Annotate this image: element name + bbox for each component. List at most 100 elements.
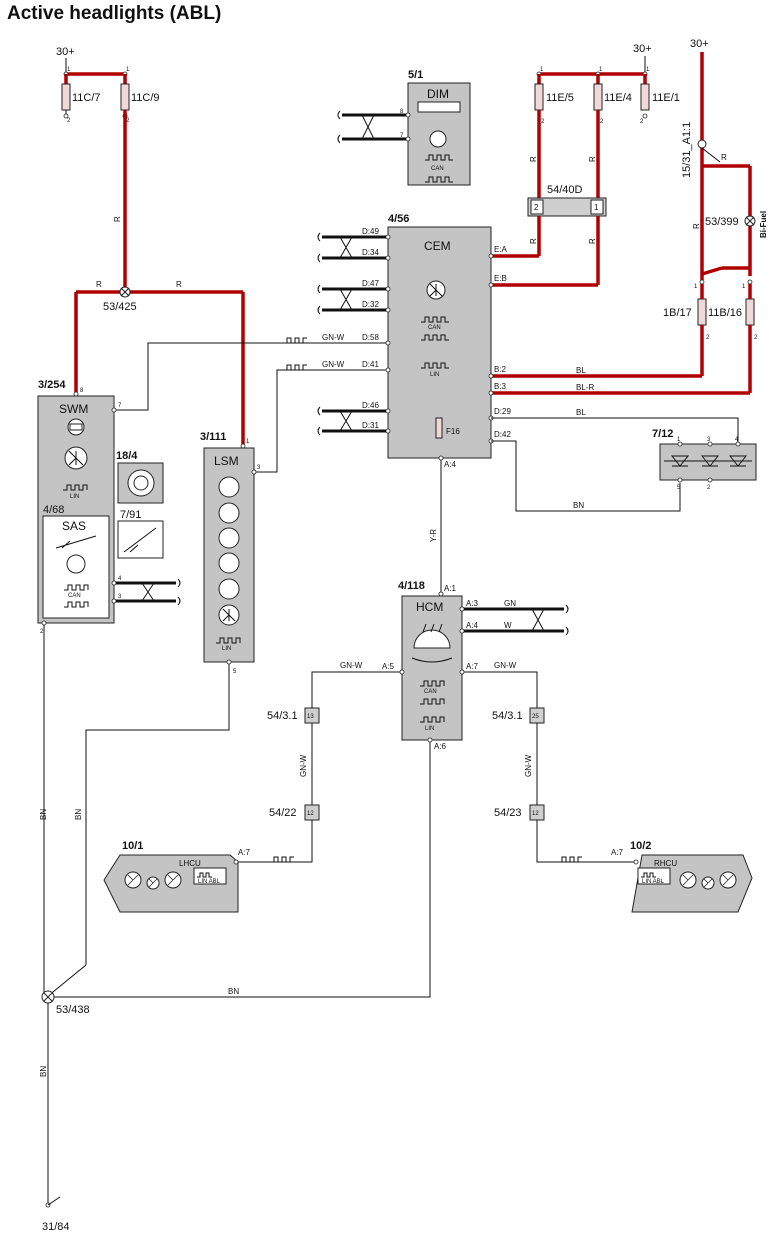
svg-text:A:7: A:7 [466, 662, 479, 671]
sas-name: SAS [62, 519, 86, 533]
svg-text:R: R [529, 238, 538, 244]
fuse-11e4-label: 11E/4 [604, 92, 632, 104]
supply-30-right: 30+ [690, 38, 709, 50]
svg-text:1: 1 [646, 67, 650, 73]
svg-text:E:A: E:A [494, 245, 508, 254]
connector-54-40d-label: 54/40D [547, 184, 583, 196]
light-switch-icon [218, 476, 240, 498]
svg-text:2: 2 [754, 335, 758, 341]
svg-text:D:31: D:31 [362, 421, 379, 430]
swm-name: SWM [59, 402, 88, 416]
svg-text:D:32: D:32 [362, 300, 379, 309]
diagram-title: Active headlights (ABL) [7, 3, 221, 24]
display-icon [417, 101, 461, 113]
svg-text:1: 1 [694, 284, 698, 290]
fuse-11c7 [61, 83, 71, 111]
component-7-91-id: 7/91 [120, 509, 141, 521]
steering-icon [67, 418, 85, 436]
svg-text:A:7: A:7 [238, 848, 251, 857]
svg-text:R: R [529, 156, 538, 162]
svg-text:BN: BN [39, 809, 48, 820]
svg-text:A:4: A:4 [466, 621, 479, 630]
dim-name: DIM [427, 87, 449, 101]
svg-text:R: R [96, 280, 102, 289]
connector-a1-1 [697, 139, 707, 149]
svg-text:25: 25 [532, 714, 539, 720]
svg-text:A:4: A:4 [444, 460, 457, 469]
led-panel-id: 7/12 [652, 428, 673, 440]
fuse-11c9 [120, 83, 130, 111]
svg-text:R: R [588, 156, 597, 162]
connector-54-3-1-right-label: 54/3.1 [492, 710, 523, 722]
fuse-1b17 [697, 298, 707, 326]
svg-text:5: 5 [233, 669, 237, 675]
fuse-11b16 [745, 298, 755, 326]
svg-text:A:7: A:7 [611, 848, 624, 857]
can-signal-icon [420, 680, 445, 687]
lsm-id: 3/111 [200, 431, 226, 443]
svg-text:2: 2 [67, 118, 71, 124]
connector-54-23-label: 54/23 [494, 807, 522, 819]
svg-text:1: 1 [594, 203, 599, 212]
lin-signal-icon [216, 637, 241, 644]
svg-text:LIN: LIN [70, 494, 79, 500]
can-signal-icon [64, 584, 89, 591]
svg-text:D:34: D:34 [362, 248, 379, 257]
svg-text:3: 3 [118, 594, 122, 600]
position-light-icon [218, 502, 240, 524]
fuse-1b17-label: 1B/17 [663, 307, 692, 319]
fuse-11e5-label: 11E/5 [546, 92, 574, 104]
svg-text:GN-W: GN-W [494, 661, 517, 670]
cem-right-pins: E:A E:B B:2 B:3 D:29 D:42 [488, 245, 511, 444]
ground-31-84-label: 31/84 [42, 1221, 70, 1233]
svg-text:2: 2 [640, 119, 644, 125]
cem-id: 4/56 [388, 213, 409, 225]
fog-light-icon [218, 552, 240, 574]
lin-signal-icon [421, 362, 449, 369]
cem-name: CEM [424, 239, 451, 253]
connector-54-3-1-left-label: 54/3.1 [267, 710, 298, 722]
svg-text:Y-R: Y-R [429, 529, 438, 542]
svg-text:CAN: CAN [68, 593, 81, 599]
svg-text:R: R [588, 238, 597, 244]
svg-text:GN-W: GN-W [299, 754, 308, 777]
lin-signal-icon [63, 484, 88, 491]
svg-text:A:6: A:6 [434, 742, 447, 751]
svg-text:BL-R: BL-R [576, 383, 594, 392]
svg-text:2: 2 [600, 119, 604, 125]
headlight-beam-icon [413, 629, 451, 649]
bi-fuel-label: Bi-Fuel [759, 211, 768, 238]
fuse-11e5 [534, 83, 544, 111]
svg-text:2: 2 [534, 203, 539, 212]
svg-text:7: 7 [400, 133, 404, 139]
splice-53-399-label: 53/399 [705, 216, 739, 228]
svg-text:R: R [721, 153, 727, 162]
connector-54-40d [527, 197, 607, 217]
supply-30-mid: 30+ [633, 43, 652, 55]
svg-text:7: 7 [118, 403, 122, 409]
fuse-11c9-label: 11C/9 [131, 92, 160, 104]
svg-text:LIN: LIN [425, 726, 434, 732]
swm-id: 3/254 [38, 379, 66, 391]
svg-text:A:1: A:1 [444, 584, 457, 593]
transistor-icon [429, 130, 447, 148]
svg-text:E:B: E:B [494, 274, 507, 283]
svg-text:D:49: D:49 [362, 227, 379, 236]
svg-text:15/31_A1:1: 15/31_A1:1 [681, 122, 693, 178]
transistor-icon [66, 554, 86, 574]
fuse-f16 [435, 417, 443, 439]
svg-text:BL: BL [576, 408, 586, 417]
svg-text:2: 2 [707, 485, 711, 491]
fuse-f16-label: F16 [446, 427, 460, 436]
can-signal-icon [425, 154, 453, 161]
svg-text:8: 8 [400, 109, 404, 115]
fuse-11b16-label: 11B/16 [708, 307, 742, 319]
svg-text:D:46: D:46 [362, 401, 379, 410]
svg-text:R: R [692, 223, 701, 229]
rhcu-name: RHCU [654, 859, 677, 868]
hcm-name: HCM [416, 600, 443, 614]
fuse-11e1 [640, 83, 650, 111]
cem-left-pins: D:49 D:34 D:47 D:32 D:58 D:41 D:46 D:31 [362, 227, 391, 434]
lhcu-name: LHCU [179, 859, 201, 868]
